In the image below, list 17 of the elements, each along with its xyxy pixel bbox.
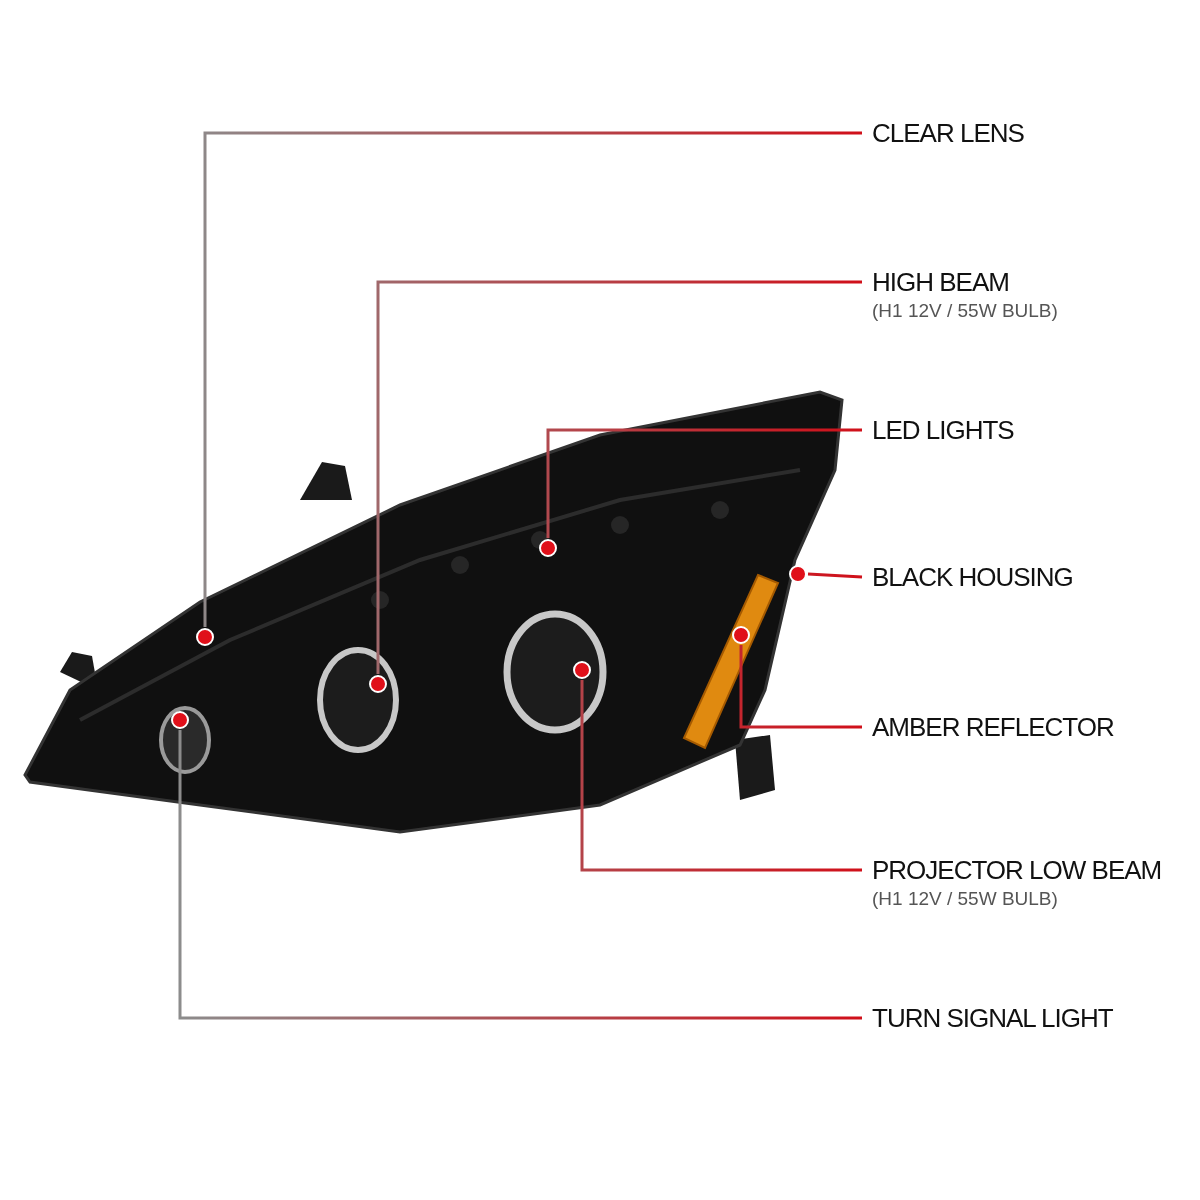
- callout-label: CLEAR LENS: [872, 116, 1024, 150]
- callout-label: HIGH BEAM: [872, 266, 1010, 299]
- leader-line: [739, 645, 862, 729]
- callout-label: LED LIGHTS: [872, 413, 1014, 447]
- leader-line: [580, 680, 862, 872]
- leader-line: [203, 131, 862, 627]
- callout-label: TURN SIGNAL LIGHT: [872, 1001, 1113, 1035]
- callout-dot: [789, 565, 807, 583]
- leader-line: [376, 280, 862, 674]
- bulb-spec: (H1 12V / 55W BULB): [872, 887, 1059, 911]
- leader-line: [178, 730, 862, 1020]
- callout-label: AMBER REFLECTOR: [872, 710, 1114, 744]
- callout-label: PROJECTOR LOW BEAM: [872, 854, 1162, 887]
- bulb-spec: (H1 12V / 55W BULB): [872, 299, 1058, 323]
- leader-line: [807, 572, 863, 579]
- leader-line: [546, 428, 862, 538]
- callout-label: BLACK HOUSING: [872, 560, 1073, 594]
